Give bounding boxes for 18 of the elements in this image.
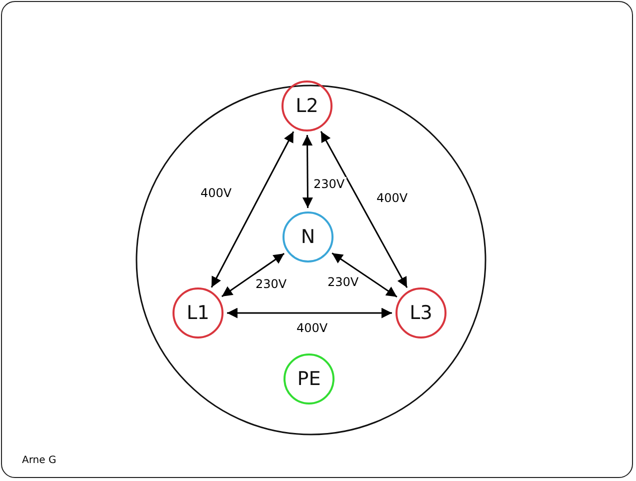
node-label: L1 xyxy=(186,302,210,324)
double-arrow xyxy=(302,135,313,208)
edge-label: 230V xyxy=(325,275,361,289)
node-label: N xyxy=(300,226,316,248)
edge-label: 400V xyxy=(374,191,410,205)
double-arrow xyxy=(221,252,285,298)
edge-label: 400V xyxy=(294,321,330,335)
double-arrow xyxy=(320,131,408,288)
node-label: L2 xyxy=(296,95,318,117)
node-label: L3 xyxy=(410,302,432,324)
double-arrow xyxy=(332,252,398,298)
edge-label: 230V xyxy=(311,177,347,191)
double-arrow xyxy=(210,131,294,288)
author-credit: Arne G xyxy=(22,455,56,466)
double-arrow xyxy=(227,308,392,318)
edge-label: 230V xyxy=(253,277,289,291)
node-label: PE xyxy=(297,368,321,390)
edge-label: 400V xyxy=(198,186,234,200)
